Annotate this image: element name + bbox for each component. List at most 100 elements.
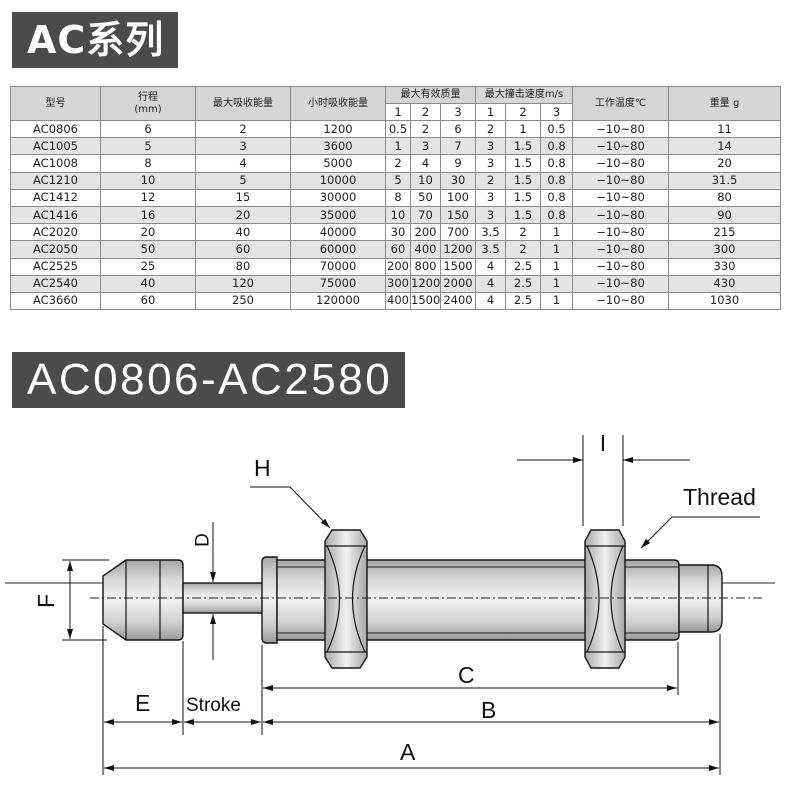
cell-speed-3: 1 <box>540 291 574 311</box>
cell-hourly-energy: 3600 <box>290 137 386 156</box>
cell-model: AC2020 <box>10 223 101 242</box>
bumper-cap-outline <box>102 559 184 641</box>
cell-mass-2: 50 <box>410 188 441 207</box>
cell-mass-2: 70 <box>410 205 441 225</box>
cell-speed-1: 3.5 <box>475 223 507 242</box>
spec-table-header: 型号 行程 (mm) 最大吸收能量 小时吸收能量 最大有效质量 最大撞击速度m/… <box>10 86 782 121</box>
cell-hourly-energy: 120000 <box>290 291 386 311</box>
cell-hourly-energy: 70000 <box>290 257 386 276</box>
cell-temperature: −10~80 <box>572 137 670 156</box>
cell-speed-1: 3 <box>475 205 507 225</box>
cell-weight: 430 <box>668 274 782 293</box>
cell-mass-1: 300 <box>385 274 411 293</box>
cell-model: AC1008 <box>10 154 101 173</box>
body-tube <box>276 559 680 641</box>
cell-temperature: −10~80 <box>572 171 670 190</box>
cell-max-energy: 20 <box>195 205 291 225</box>
cell-stroke: 6 <box>100 119 196 139</box>
body-end-cap <box>261 556 278 644</box>
label-b: B <box>481 697 496 723</box>
cell-mass-3: 9 <box>439 154 477 173</box>
header-speed-1: 1 <box>475 103 507 121</box>
series-title: AC系列 <box>27 18 165 62</box>
cell-mass-3: 2000 <box>439 274 477 293</box>
cell-hourly-energy: 60000 <box>290 240 386 259</box>
cell-weight: 20 <box>668 154 782 173</box>
cell-stroke: 50 <box>100 240 196 259</box>
cell-speed-3: 1 <box>540 223 574 242</box>
dimension-stroke: Stroke <box>184 695 261 725</box>
lock-nut-left-outline <box>324 529 368 669</box>
cell-speed-1: 2 <box>475 119 507 139</box>
cell-speed-3: 1 <box>540 274 574 293</box>
range-title: AC0806-AC2580 <box>27 355 393 404</box>
dimension-d: D <box>193 522 216 660</box>
cell-model: AC1210 <box>10 171 101 190</box>
label-stroke: Stroke <box>186 695 241 716</box>
dimension-i: I <box>517 430 690 526</box>
cell-speed-1: 2 <box>475 171 507 190</box>
cell-mass-3: 30 <box>439 171 477 190</box>
cell-mass-3: 150 <box>439 205 477 225</box>
cell-max-energy: 15 <box>195 188 291 207</box>
cell-weight: 330 <box>668 257 782 276</box>
cell-stroke: 40 <box>100 274 196 293</box>
cell-mass-2: 800 <box>410 257 441 276</box>
cell-mass-1: 30 <box>385 223 411 242</box>
cell-mass-2: 2 <box>410 119 441 139</box>
cell-speed-3: 0.5 <box>540 119 574 139</box>
cell-stroke: 60 <box>100 291 196 311</box>
cell-stroke: 12 <box>100 188 196 207</box>
cell-weight: 215 <box>668 223 782 242</box>
cell-speed-1: 3 <box>475 188 507 207</box>
cell-mass-2: 10 <box>410 171 441 190</box>
bumper-cap <box>102 559 184 641</box>
cell-speed-2: 1.5 <box>505 154 542 173</box>
cell-temperature: −10~80 <box>572 154 670 173</box>
cell-mass-1: 0.5 <box>385 119 411 139</box>
lock-nut-left-curve-a <box>326 545 340 653</box>
cell-hourly-energy: 75000 <box>290 274 386 293</box>
lock-nut-right-curve-b <box>610 545 624 653</box>
cell-speed-3: 0.8 <box>540 154 574 173</box>
cell-speed-1: 4 <box>475 257 507 276</box>
cell-max-energy: 60 <box>195 240 291 259</box>
label-a: A <box>400 739 416 765</box>
cell-temperature: −10~80 <box>572 257 670 276</box>
cell-mass-2: 3 <box>410 137 441 156</box>
cell-speed-2: 2 <box>505 240 542 259</box>
extension-lines <box>102 626 721 775</box>
header-stroke: 行程 (mm) <box>100 86 196 121</box>
end-stopper-outline <box>678 564 723 633</box>
header-speed-3: 3 <box>540 103 574 121</box>
cell-speed-2: 1 <box>505 119 542 139</box>
dimension-f: F <box>33 559 109 641</box>
cell-hourly-energy: 35000 <box>290 205 386 225</box>
cell-weight: 90 <box>668 205 782 225</box>
cell-speed-1: 4 <box>475 291 507 311</box>
cell-speed-2: 1.5 <box>505 205 542 225</box>
header-max-speed: 最大撞击速度m/s <box>475 86 574 104</box>
cell-model: AC1416 <box>10 205 101 225</box>
cell-speed-3: 0.8 <box>540 205 574 225</box>
dimension-e: E <box>104 690 182 725</box>
cell-weight: 300 <box>668 240 782 259</box>
leader-h-line <box>250 486 331 529</box>
cell-mass-1: 200 <box>385 257 411 276</box>
cell-speed-2: 1.5 <box>505 171 542 190</box>
cell-speed-2: 2.5 <box>505 257 542 276</box>
cell-mass-3: 1200 <box>439 240 477 259</box>
cell-temperature: −10~80 <box>572 240 670 259</box>
cell-mass-3: 6 <box>439 119 477 139</box>
cell-mass-3: 1500 <box>439 257 477 276</box>
cell-temperature: −10~80 <box>572 274 670 293</box>
lock-nut-right <box>584 529 626 669</box>
cell-speed-3: 0.8 <box>540 171 574 190</box>
cell-mass-2: 1500 <box>410 291 441 311</box>
cell-hourly-energy: 1200 <box>290 119 386 139</box>
